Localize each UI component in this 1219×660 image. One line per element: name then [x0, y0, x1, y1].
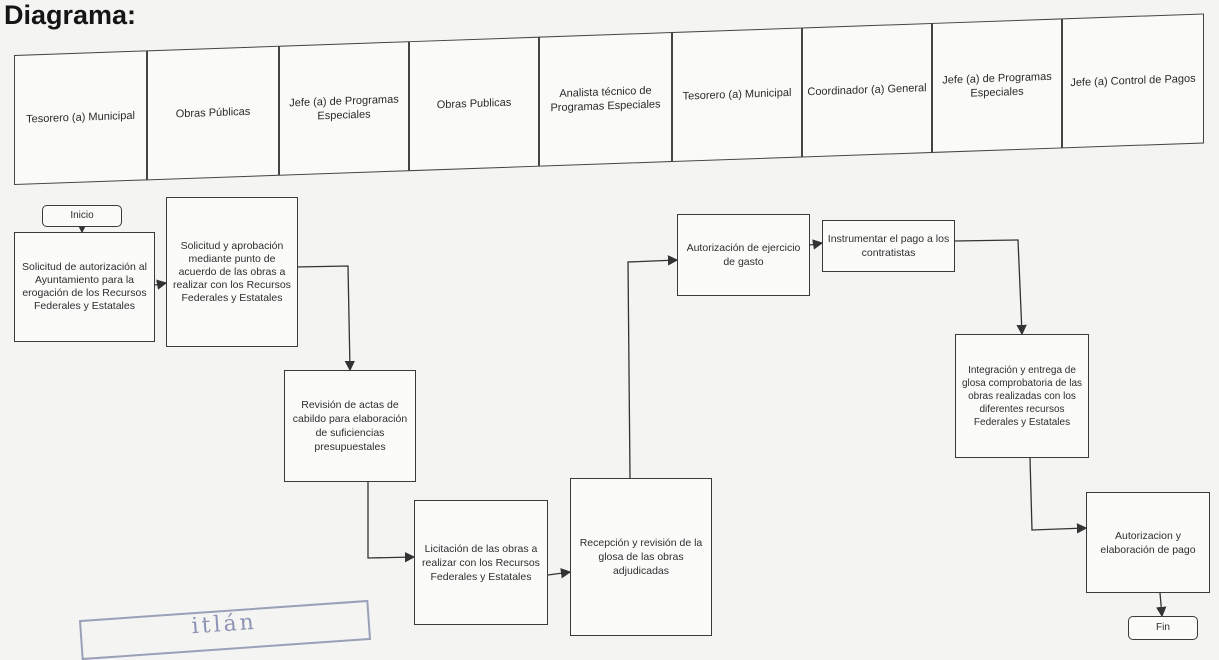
diagram-title: Diagrama: — [4, 0, 137, 30]
start-terminal: Inicio — [42, 205, 122, 227]
arrow-licitacion-to-recepcion — [547, 568, 572, 579]
arrow-instrumentar-to-integracion — [954, 239, 1027, 336]
arrow-gasto-to-instrumentar — [809, 239, 824, 250]
node-autorizacion-pago: Autorizacion y elaboración de pago — [1086, 492, 1210, 593]
node-licitacion: Licitación de las obras a realizar con l… — [414, 500, 548, 625]
arrow-recepcion-to-autorizacion-gasto — [627, 255, 679, 479]
node-solicitud-autorizacion: Solicitud de autorización al Ayuntamient… — [14, 232, 155, 342]
flow-connectors — [76, 222, 1167, 618]
end-terminal: Fin — [1128, 616, 1198, 640]
node-solicitud-aprobacion: Solicitud y aprobación mediante punto de… — [166, 197, 298, 347]
node-recepcion: Recepción y revisión de la glosa de las … — [570, 478, 712, 636]
node-instrumentar-pago: Instrumentar el pago a los contratistas — [822, 220, 955, 272]
node-integracion-glosa: Integración y entrega de glosa comprobat… — [955, 334, 1089, 458]
arrow-solicitud-to-aprobacion — [154, 279, 168, 290]
node-revision-actas: Revisión de actas de cabildo para elabor… — [284, 370, 416, 482]
arrow-integracion-to-autorizacion-pago — [1029, 457, 1088, 534]
arrow-pago-to-fin — [1156, 592, 1167, 618]
arrow-aprobacion-to-revision — [294, 265, 356, 372]
arrow-revision-to-licitacion — [367, 482, 416, 563]
node-autorizacion-gasto: Autorización de ejercicio de gasto — [677, 214, 810, 296]
